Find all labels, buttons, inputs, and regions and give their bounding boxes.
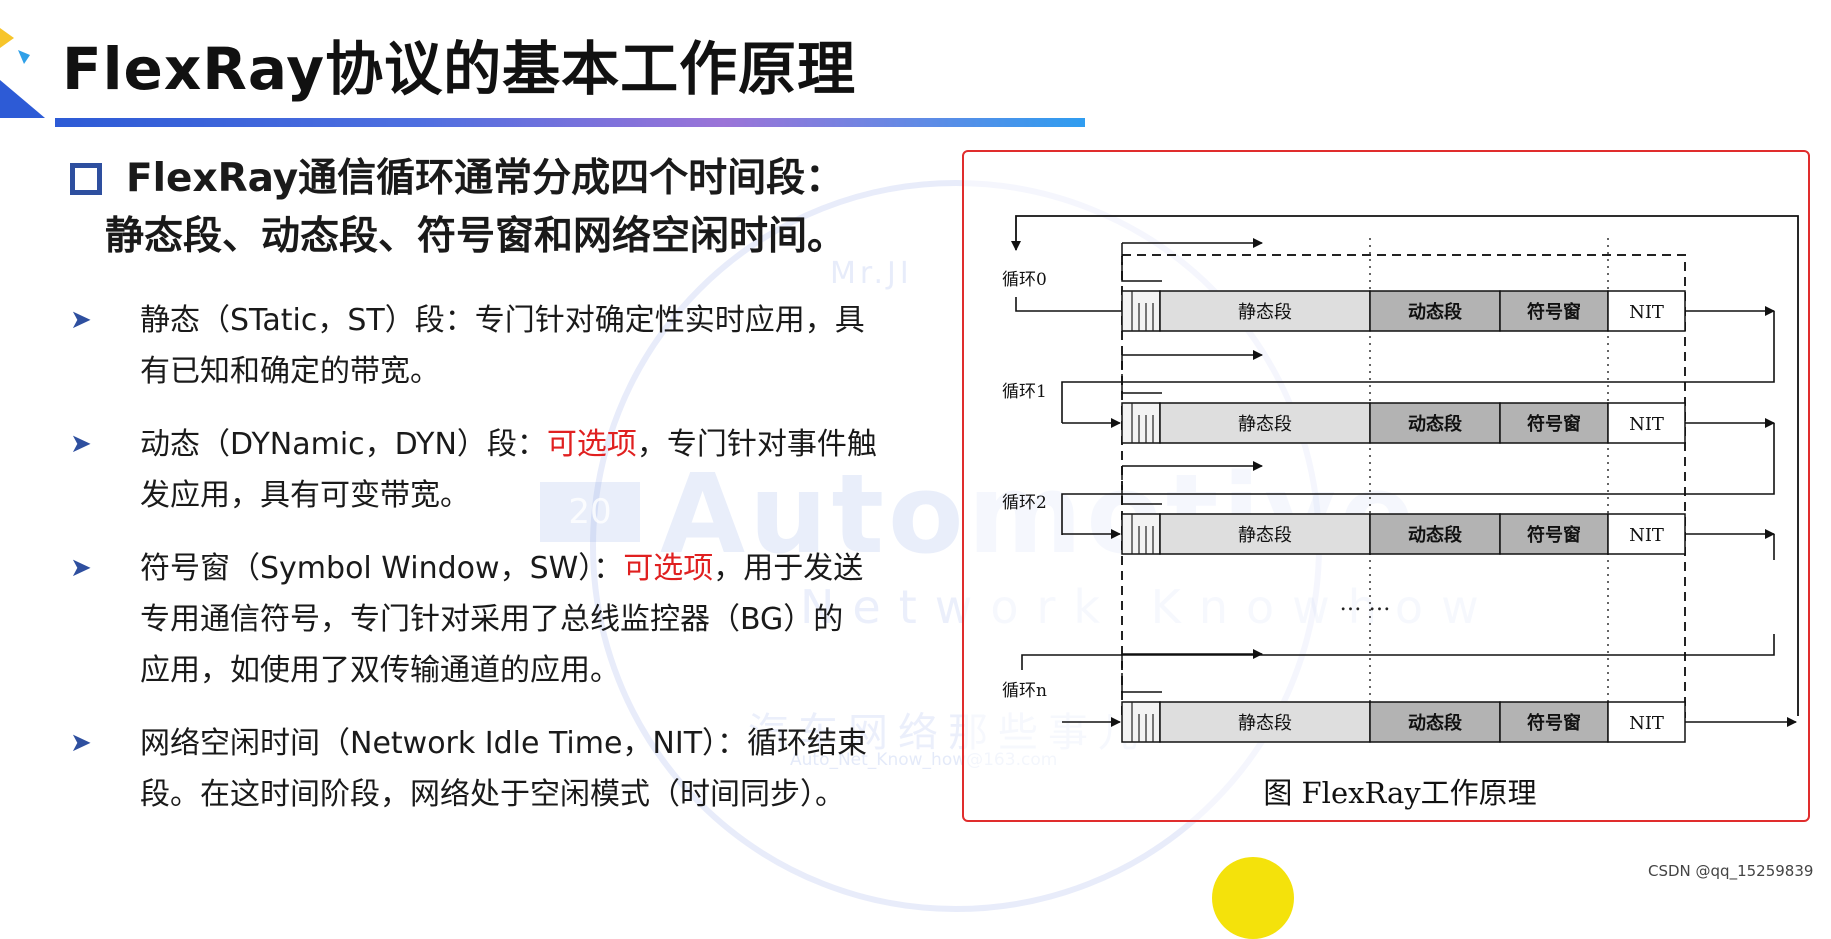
symbol-window-segment xyxy=(1499,701,1609,743)
intro-line-1: FlexRay通信循环通常分成四个时间段： xyxy=(70,150,950,208)
nit-segment-label: NIT xyxy=(1629,414,1664,435)
bullet-dynamic-post: ，专门针对事件触 xyxy=(636,427,877,462)
bullet-symbol-line3: 应用，如使用了双传输通道的应用。 xyxy=(140,653,620,688)
slot-marks xyxy=(1121,402,1161,444)
bullet-nit-line1: 网络空闲时间（Network Idle Time，NIT）：循环结束 xyxy=(140,726,868,761)
dynamic-segment-label: 动态段 xyxy=(1408,413,1463,435)
intro-block: FlexRay通信循环通常分成四个时间段： 静态段、动态段、符号窗和网络空闲时间… xyxy=(70,150,950,266)
dynamic-segment-label: 动态段 xyxy=(1408,712,1463,734)
arrow-bullet-icon: ➤ xyxy=(70,553,92,583)
slot-marks xyxy=(1121,513,1161,555)
cycle-start-marker xyxy=(1121,485,1162,505)
cycle-label: 循环n xyxy=(1002,681,1047,701)
title-underline xyxy=(55,118,1085,127)
yellow-decoration xyxy=(1212,857,1294,939)
bullet-static: ➤ 静态（STatic，ST）段：专门针对确定性实时应用，具 有已知和确定的带宽… xyxy=(70,295,940,397)
bullet-static-line1: 静态（STatic，ST）段：专门针对确定性实时应用，具 xyxy=(140,303,865,338)
nit-segment xyxy=(1607,290,1686,332)
symbol-window-segment xyxy=(1499,290,1609,332)
static-segment-label: 静态段 xyxy=(1238,713,1292,734)
arrow-bullet-icon: ➤ xyxy=(70,728,92,758)
bullet-list: ➤ 静态（STatic，ST）段：专门针对确定性实时应用，具 有已知和确定的带宽… xyxy=(70,295,940,842)
dynamic-segment xyxy=(1369,402,1501,444)
cycle-label: 循环2 xyxy=(1002,493,1047,513)
bullet-dynamic-line2: 发应用，具有可变带宽。 xyxy=(140,478,470,513)
cycle-start-marker xyxy=(1121,262,1162,282)
symbol-window-segment xyxy=(1499,402,1609,444)
nit-segment-label: NIT xyxy=(1629,302,1664,323)
static-segment-label: 静态段 xyxy=(1238,414,1292,435)
dynamic-segment-label: 动态段 xyxy=(1408,301,1463,323)
cycle-row-0: 循环0 静态段 动态段 符号窗 NIT xyxy=(1002,238,1775,423)
cycle-label: 循环1 xyxy=(1002,382,1047,402)
figure-caption: 图 FlexRay工作原理 xyxy=(1263,776,1536,810)
bullet-dynamic-highlight: 可选项 xyxy=(546,427,637,462)
dynamic-segment-label: 动态段 xyxy=(1408,524,1463,546)
bullet-symbol-line2: 专用通信符号，专门针对采用了总线监控器（BG）的 xyxy=(140,602,844,637)
intro-text-2: 静态段、动态段、符号窗和网络空闲时间。 xyxy=(105,214,847,259)
bullet-static-line2: 有已知和确定的带宽。 xyxy=(140,354,440,389)
page-title: FlexRay协议的基本工作原理 xyxy=(62,35,857,103)
slot-marks xyxy=(1121,701,1161,743)
static-segment-label: 静态段 xyxy=(1238,302,1292,323)
slot-marks xyxy=(1121,290,1161,332)
bullet-symbol-highlight: 可选项 xyxy=(623,551,714,586)
intro-text-1: FlexRay通信循环通常分成四个时间段： xyxy=(126,156,845,201)
arrow-bullet-icon: ➤ xyxy=(70,305,92,335)
watermark-name: Mr.JI xyxy=(830,256,913,291)
bullet-dynamic-pre: 动态（DYNamic，DYN）段： xyxy=(140,427,547,462)
static-segment xyxy=(1159,513,1371,555)
bullet-nit-line2: 段。在这时间阶段，网络处于空闲模式（时间同步）。 xyxy=(140,777,845,812)
dynamic-segment xyxy=(1369,290,1501,332)
symbol-window-segment-label: 符号窗 xyxy=(1527,413,1581,435)
entry-line xyxy=(1015,297,1122,312)
bullet-symbol-pre: 符号窗（Symbol Window，SW）： xyxy=(140,551,624,586)
symbol-window-segment-label: 符号窗 xyxy=(1527,524,1581,546)
watermark-badge: 20 xyxy=(540,482,640,542)
bullet-symbol: ➤ 符号窗（Symbol Window，SW）：可选项，用于发送 专用通信符号，… xyxy=(70,543,940,696)
symbol-window-segment-label: 符号窗 xyxy=(1527,712,1581,734)
ellipsis: … … xyxy=(1340,591,1391,616)
symbol-window-segment xyxy=(1499,513,1609,555)
bullet-dynamic: ➤ 动态（DYNamic，DYN）段：可选项，专门针对事件触 发应用，具有可变带… xyxy=(70,419,940,521)
next-cycle-connector xyxy=(1061,423,1775,535)
cycle-start-marker xyxy=(1121,374,1162,394)
cycle-label: 循环0 xyxy=(1002,270,1047,290)
feedback-loop xyxy=(1011,215,1799,716)
arrow-bullet-icon: ➤ xyxy=(70,429,92,459)
cycle-start-marker xyxy=(1121,673,1162,693)
nit-segment xyxy=(1607,513,1686,555)
corner-decoration xyxy=(0,28,45,118)
nit-segment xyxy=(1607,402,1686,444)
cycle-row-1: 循环1 静态段 动态段 符号窗 NIT xyxy=(1002,350,1775,535)
connector-into-cycle-n xyxy=(1021,634,1775,670)
bullet-nit: ➤ 网络空闲时间（Network Idle Time，NIT）：循环结束 段。在… xyxy=(70,718,940,820)
symbol-window-segment-label: 符号窗 xyxy=(1527,301,1581,323)
cycle-row-3: 循环n 静态段 动态段 符号窗 NIT xyxy=(1002,649,1797,743)
next-cycle-connector xyxy=(1061,311,1775,423)
credit-text: CSDN @qq_15259839 xyxy=(1648,862,1814,880)
bullet-dynamic-line1: 动态（DYNamic，DYN）段：可选项，专门针对事件触 xyxy=(140,419,877,470)
cycle-row-2: 循环2 静态段 动态段 符号窗 NIT xyxy=(1002,461,1775,560)
bullet-symbol-post: ，用于发送 xyxy=(713,551,864,586)
static-segment-label: 静态段 xyxy=(1238,525,1292,546)
dynamic-segment xyxy=(1369,701,1501,743)
nit-segment-label: NIT xyxy=(1629,713,1664,734)
bullet-symbol-line1: 符号窗（Symbol Window，SW）：可选项，用于发送 xyxy=(140,543,863,594)
nit-segment-label: NIT xyxy=(1629,525,1664,546)
square-bullet-icon xyxy=(70,163,102,195)
